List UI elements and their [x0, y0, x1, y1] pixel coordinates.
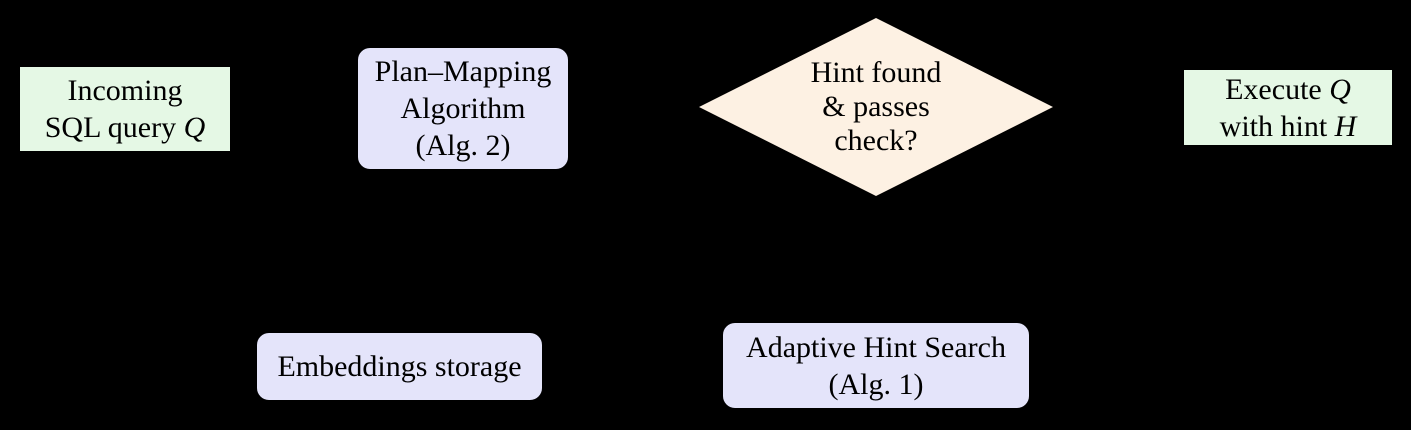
node-label-line: Embeddings storage: [277, 350, 522, 383]
node-label-line: Adaptive Hint Search: [746, 330, 1006, 364]
label-text: with hint: [1219, 109, 1335, 143]
node-incoming-sql-query: Incoming SQL query Q: [19, 66, 231, 152]
node-label-line: (Alg. 1): [828, 367, 924, 401]
node-execute-query-with-hint: Execute Q with hint H: [1183, 69, 1393, 146]
node-label-line: Execute Q: [1225, 71, 1351, 108]
node-label-line: with hint H: [1220, 108, 1357, 145]
node-label-line: Incoming: [68, 72, 183, 109]
label-text: SQL query: [44, 111, 184, 144]
node-label-line: & passes: [822, 90, 930, 123]
math-var-q: Q: [1329, 72, 1351, 106]
node-label-line: Plan–Mapping: [374, 55, 552, 88]
node-decision-hint-check: Hint found & passes check?: [699, 18, 1053, 196]
label-text: Incoming: [67, 74, 183, 107]
node-label-line: (Alg. 2): [415, 129, 511, 162]
node-adaptive-hint-search: Adaptive Hint Search (Alg. 1): [722, 322, 1030, 409]
label-text: Execute: [1225, 72, 1330, 106]
node-embeddings-storage: Embeddings storage: [256, 332, 543, 401]
node-label-line: Algorithm: [400, 92, 526, 125]
math-var-h: H: [1334, 109, 1357, 143]
node-label-line: check?: [834, 124, 918, 157]
node-label-line: SQL query Q: [45, 109, 206, 146]
node-label-line: Hint found: [810, 56, 942, 89]
node-plan-mapping-algorithm: Plan–Mapping Algorithm (Alg. 2): [357, 47, 569, 170]
math-var-q: Q: [183, 111, 206, 144]
